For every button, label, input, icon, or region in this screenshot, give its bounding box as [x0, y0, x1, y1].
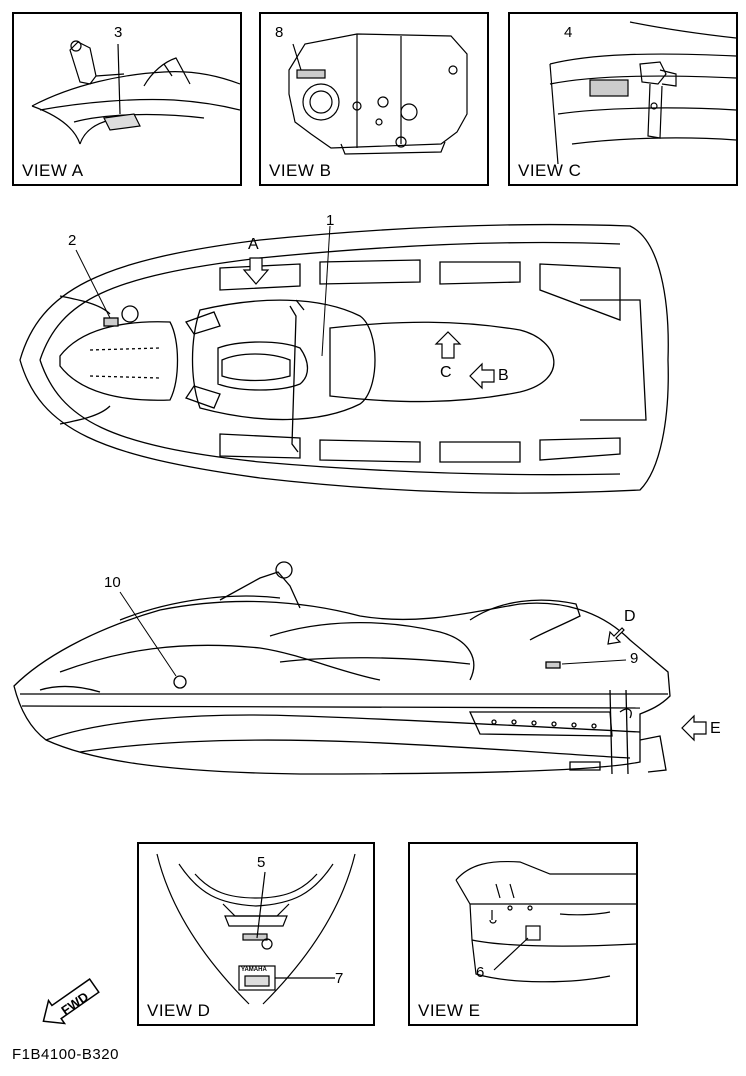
view-b-label: VIEW B [269, 161, 332, 180]
arrow-c-label: C [440, 364, 452, 381]
fwd-arrow-icon [42, 978, 100, 1025]
view-b-panel: 8 VIEW B [259, 12, 489, 186]
arrow-c-icon [434, 331, 462, 359]
callout-4: 4 [564, 24, 573, 41]
view-c-drawing [549, 21, 736, 165]
view-b-drawing [288, 33, 468, 155]
callout-7: 7 [335, 970, 344, 987]
arrow-d-icon [607, 627, 625, 645]
top-view-hull [19, 223, 669, 494]
arrow-e-icon [681, 714, 707, 742]
callout-6: 6 [476, 964, 485, 981]
view-e-panel: 6 VIEW E [408, 842, 638, 1026]
view-e-label: VIEW E [418, 1001, 481, 1020]
view-c-label: VIEW C [518, 161, 582, 180]
callout-9: 9 [630, 650, 639, 667]
view-a-label: VIEW A [22, 161, 84, 180]
arrow-b-icon [469, 362, 495, 390]
arrow-a-label: A [248, 236, 259, 253]
view-c-panel: 4 VIEW C [508, 12, 738, 186]
arrow-b-label: B [498, 367, 509, 384]
figure-id: F1B4100-B320 [12, 1046, 119, 1063]
view-a-panel: 3 VIEW A [12, 12, 242, 186]
yamaha-badge: YAMAHA [241, 967, 267, 973]
callout-8: 8 [275, 24, 284, 41]
callout-2: 2 [68, 232, 77, 249]
callout-10: 10 [104, 574, 121, 591]
callout-5: 5 [257, 854, 266, 871]
arrow-e-label: E [710, 720, 721, 737]
view-e-drawing [455, 860, 636, 983]
view-d-label: VIEW D [147, 1001, 211, 1020]
view-d-drawing [156, 853, 356, 1005]
side-view-hull [13, 561, 671, 775]
view-d-panel: YAMAHA 5 7 VIEW D [137, 842, 375, 1026]
callout-1: 1 [326, 212, 335, 229]
view-a-drawing [31, 40, 240, 145]
callout-3: 3 [114, 24, 123, 41]
arrow-a-icon [242, 257, 270, 285]
arrow-d-label: D [624, 608, 636, 625]
